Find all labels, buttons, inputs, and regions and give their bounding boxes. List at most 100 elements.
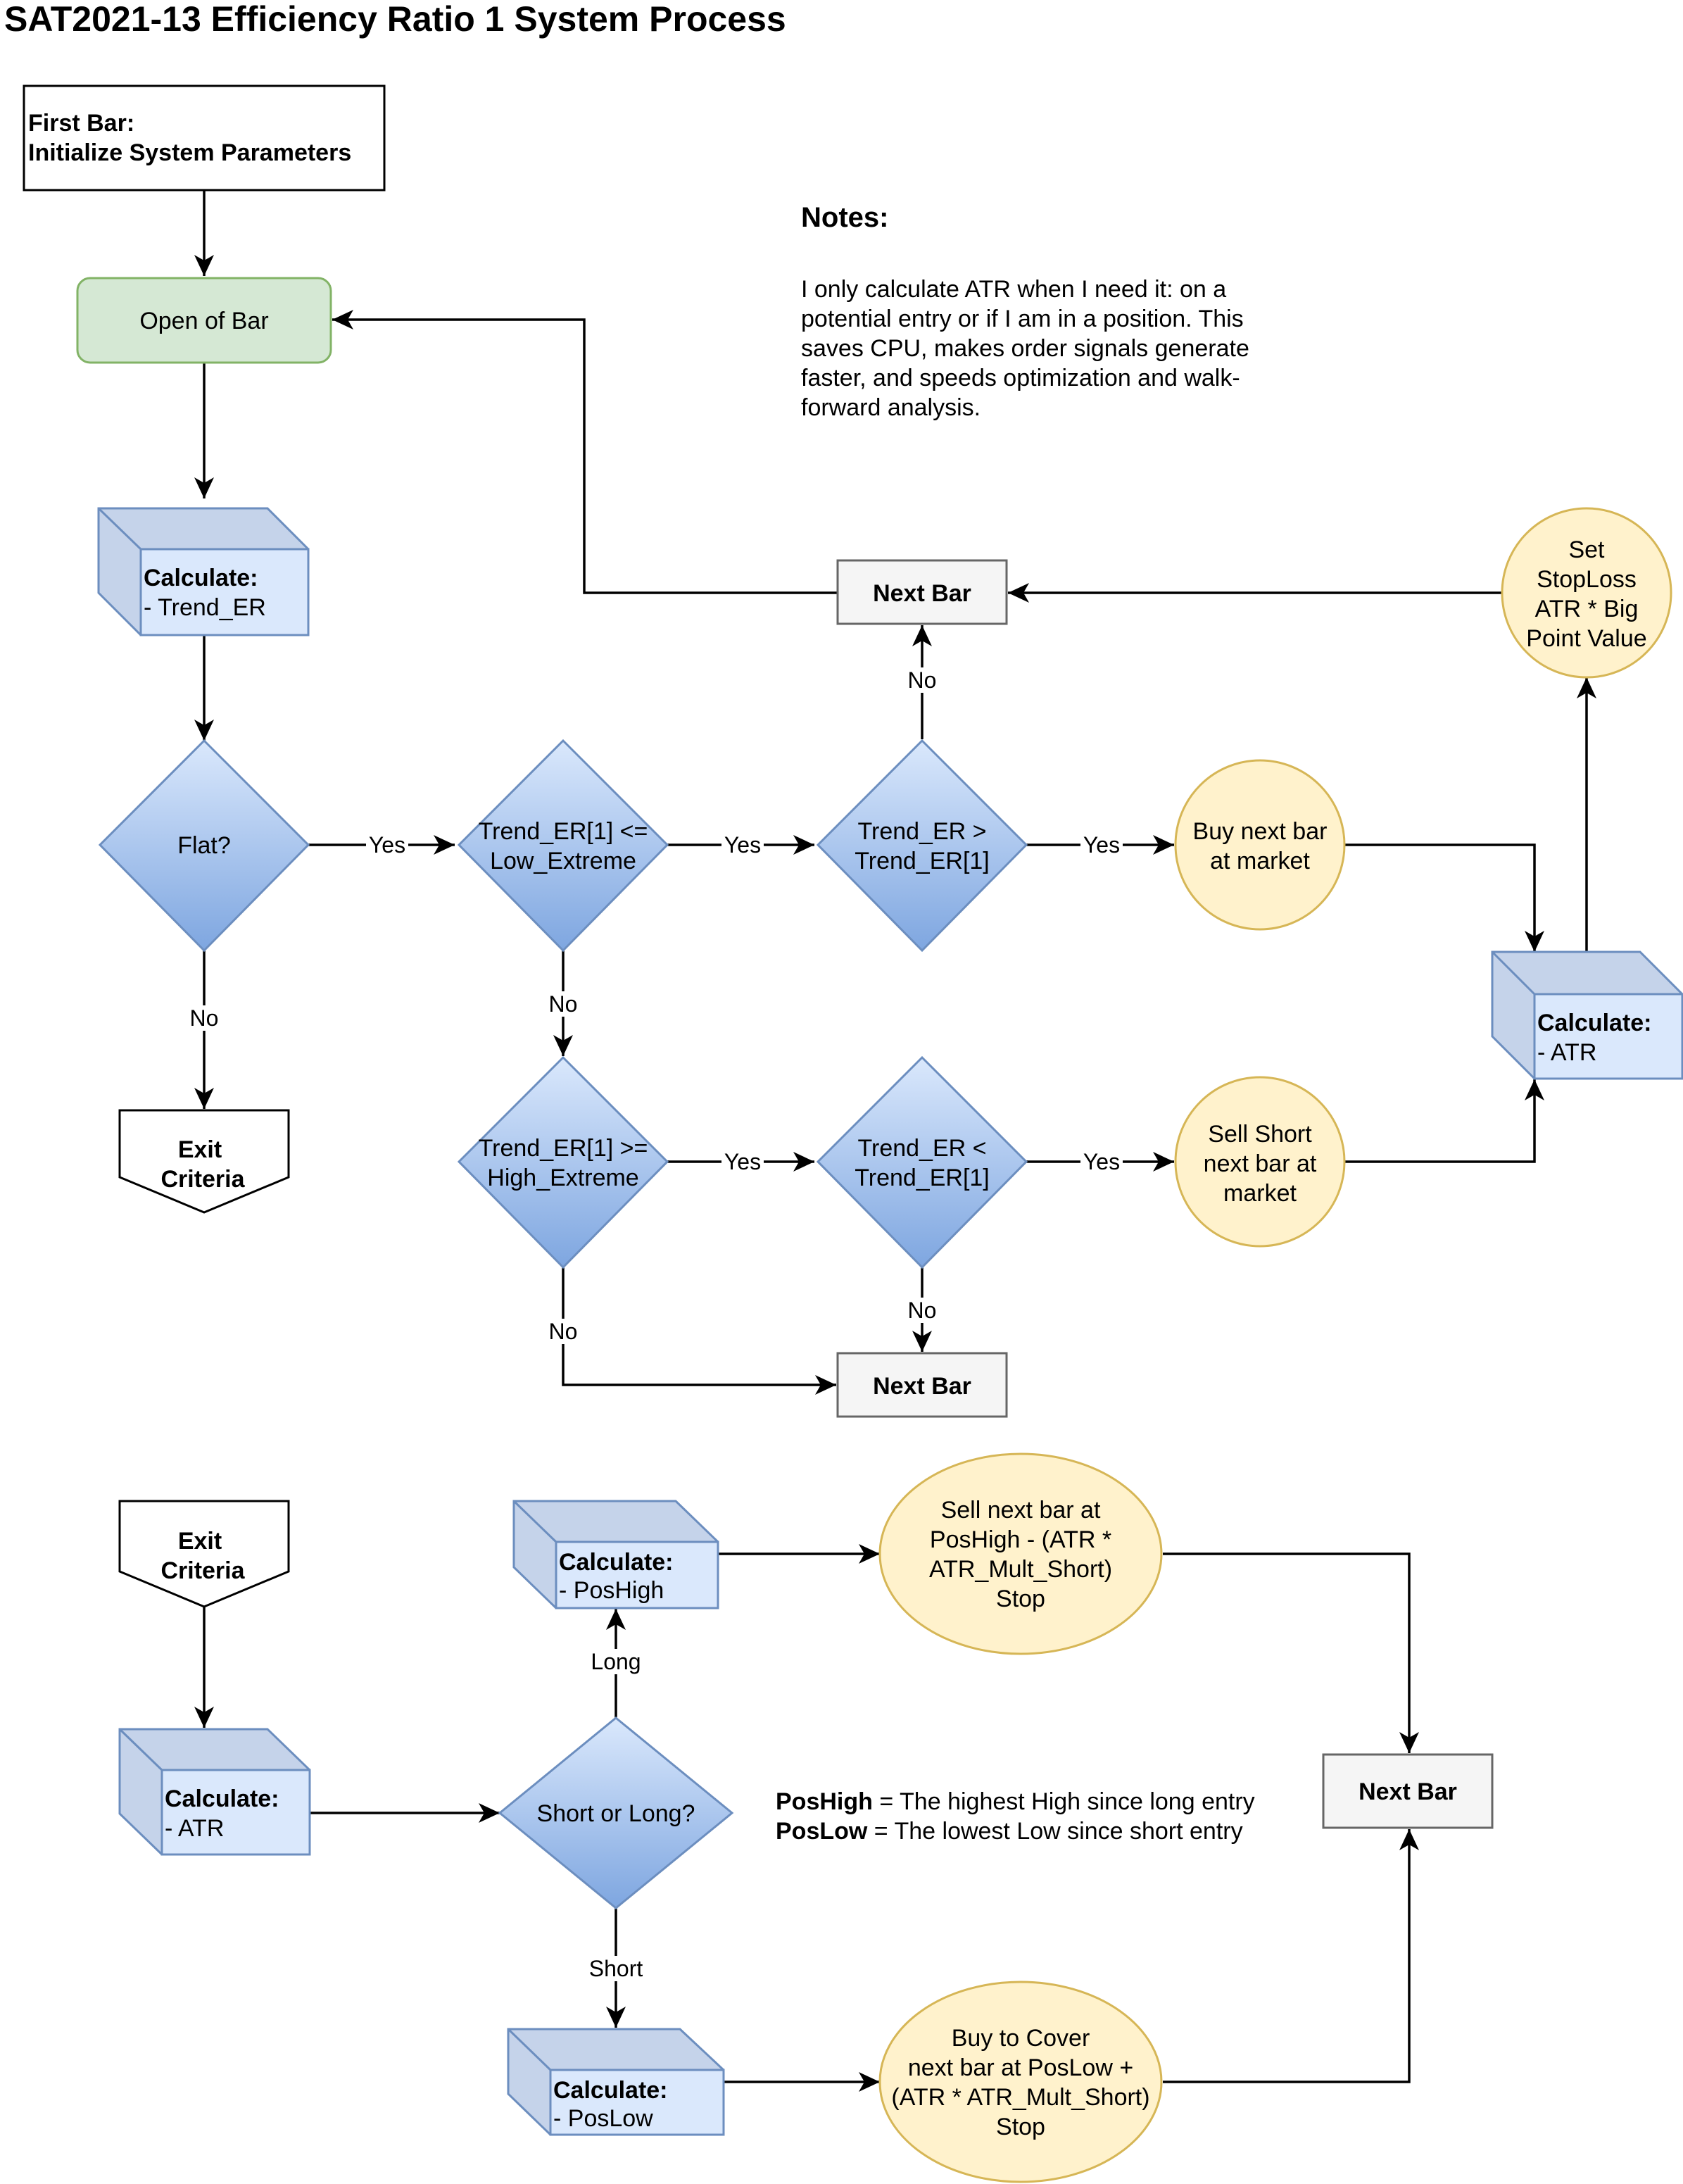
sell-next-line1: Sell next bar at (941, 1497, 1101, 1524)
sell-short-line3: market (1223, 1180, 1297, 1207)
edge-sell-to-nextbar (1163, 1552, 1419, 1753)
notes-line-4: faster, and speeds optimization and walk… (801, 365, 1240, 391)
calc-trend-er-node: Calculate: - Trend_ER (97, 507, 310, 636)
up-yes-label: Yes (1083, 832, 1120, 858)
stoploss-line1: Set (1568, 536, 1605, 563)
stoploss-line4: Point Value (1526, 625, 1646, 652)
notes-line-3: saves CPU, makes order signals generate (801, 335, 1249, 362)
high-extreme-line2: High_Extreme (487, 1165, 638, 1191)
trend-up-decision: Trend_ER > Trend_ER[1] (816, 739, 1028, 953)
edge-high-no (562, 1267, 836, 1395)
poshigh-term: PosHigh (776, 1788, 873, 1815)
edge-cover-to-nextbar (1163, 1829, 1419, 2083)
calc-atr-bottom-heading: Calculate: (165, 1786, 279, 1812)
calc-trend-er-heading: Calculate: (144, 565, 258, 591)
short-label: Short (589, 1956, 643, 1981)
first-bar-line2: Initialize System Parameters (28, 139, 351, 166)
low-extreme-decision: Trend_ER[1] <= Low_Extreme (457, 739, 669, 953)
calc-poshigh-line: - PosHigh (559, 1577, 664, 1604)
edge-buy-to-atr (1344, 843, 1544, 952)
low-no-label: No (549, 991, 578, 1017)
flat-yes-label: Yes (369, 832, 405, 858)
edge-labels: Yes No Yes No Yes No Yes No Yes No Long … (187, 667, 1123, 1981)
short-or-long-label: Short or Long? (537, 1800, 695, 1827)
sell-short-line2: next bar at (1204, 1150, 1317, 1177)
buy-line1: Buy next bar (1193, 818, 1328, 845)
stoploss-line2: StopLoss (1537, 566, 1637, 593)
poslow-term: PosLow (776, 1818, 868, 1845)
sell-short-line1: Sell Short (1208, 1121, 1312, 1148)
open-of-bar-label: Open of Bar (139, 308, 268, 334)
long-label: Long (591, 1649, 641, 1674)
exit-top-line1: Exit (178, 1136, 222, 1163)
notes-block: Notes: I only calculate ATR when I need … (801, 202, 1249, 421)
next-bar-mid-label: Next Bar (873, 1373, 971, 1400)
stoploss-line3: ATR * Big (1535, 596, 1639, 622)
buy-to-cover-node: Buy to Cover next bar at PosLow + (ATR *… (878, 1981, 1163, 2183)
definitions-block: PosHigh = The highest High since long en… (776, 1788, 1255, 1845)
low-extreme-line2: Low_Extreme (490, 848, 636, 874)
calc-trend-er-line: - Trend_ER (144, 594, 266, 621)
notes-line-2: potential entry or if I am in a position… (801, 306, 1244, 332)
trend-up-line1: Trend_ER > (858, 818, 987, 845)
sell-next-line3: ATR_Mult_Short) (929, 1556, 1112, 1583)
next-bar-top-node: Next Bar (836, 559, 1008, 625)
calc-poslow-line: - PosLow (553, 2105, 653, 2132)
sell-next-line4: Stop (996, 1586, 1045, 1612)
exit-bottom-line1: Exit (178, 1528, 222, 1555)
diagram-title: SAT2021-13 Efficiency Ratio 1 System Pro… (4, 0, 786, 39)
exit-criteria-top-node: Exit Criteria (118, 1109, 290, 1214)
exit-criteria-bottom-node: Exit Criteria (118, 1500, 290, 1608)
edge-nextbar-to-open (332, 310, 838, 594)
calc-atr-bottom-line: - ATR (165, 1815, 224, 1842)
high-no-label: No (549, 1319, 578, 1344)
connectors (194, 190, 1596, 2092)
exit-top-line2: Criteria (160, 1166, 245, 1193)
high-extreme-line1: Trend_ER[1] >= (479, 1135, 648, 1162)
notes-line-5: forward analysis. (801, 394, 981, 421)
next-bar-top-label: Next Bar (873, 580, 971, 607)
flat-decision: Flat? (98, 739, 310, 953)
exit-bottom-line2: Criteria (160, 1557, 245, 1584)
calc-atr-right-line: - ATR (1537, 1039, 1596, 1066)
cover-line1: Buy to Cover (952, 2025, 1090, 2052)
flat-no-label: No (190, 1005, 219, 1031)
trend-down-line1: Trend_ER < (858, 1135, 987, 1162)
calc-atr-bottom-node: Calculate: - ATR (118, 1728, 311, 1856)
trend-down-line2: Trend_ER[1] (855, 1165, 990, 1191)
cover-line4: Stop (996, 2114, 1045, 2140)
trend-up-line2: Trend_ER[1] (855, 848, 990, 874)
next-bar-bottom-label: Next Bar (1359, 1778, 1457, 1805)
first-bar-node: First Bar: Initialize System Parameters (23, 84, 386, 192)
poshigh-text: = The highest High since long entry (873, 1788, 1255, 1815)
calc-atr-right-node: Calculate: - ATR (1491, 950, 1683, 1080)
high-extreme-decision: Trend_ER[1] >= High_Extreme (457, 1055, 669, 1269)
calc-poshigh-heading: Calculate: (559, 1549, 674, 1576)
calc-poslow-heading: Calculate: (553, 2077, 668, 2104)
low-yes-label: Yes (724, 832, 761, 858)
cover-line2: next bar at PosLow + (908, 2054, 1133, 2081)
down-no-label: No (908, 1298, 937, 1323)
buy-action-node: Buy next bar at market (1174, 759, 1346, 931)
calc-poshigh-node: Calculate: - PosHigh (512, 1500, 719, 1609)
poslow-definition: PosLow = The lowest Low since short entr… (776, 1818, 1243, 1845)
poslow-text: = The lowest Low since short entry (867, 1818, 1242, 1845)
low-extreme-line1: Trend_ER[1] <= (479, 818, 648, 845)
high-yes-label: Yes (724, 1149, 761, 1174)
sell-next-line2: PosHigh - (ATR * (930, 1526, 1111, 1553)
trend-down-decision: Trend_ER < Trend_ER[1] (816, 1055, 1028, 1269)
calc-poslow-node: Calculate: - PosLow (507, 2028, 725, 2136)
sell-next-bar-node: Sell next bar at PosHigh - (ATR * ATR_Mu… (878, 1452, 1163, 1655)
up-no-label: No (908, 667, 937, 693)
cover-line3: (ATR * ATR_Mult_Short) (891, 2084, 1149, 2111)
buy-line2: at market (1210, 848, 1310, 874)
short-or-long-decision: Short or Long? (498, 1717, 734, 1909)
notes-heading: Notes: (801, 202, 888, 233)
next-bar-bottom-node: Next Bar (1322, 1753, 1494, 1829)
sell-short-node: Sell Short next bar at market (1174, 1076, 1346, 1248)
poshigh-definition: PosHigh = The highest High since long en… (776, 1788, 1255, 1815)
flat-label: Flat? (177, 832, 231, 859)
set-stoploss-node: Set StopLoss ATR * Big Point Value (1501, 507, 1672, 679)
open-of-bar-node: Open of Bar (76, 277, 332, 364)
